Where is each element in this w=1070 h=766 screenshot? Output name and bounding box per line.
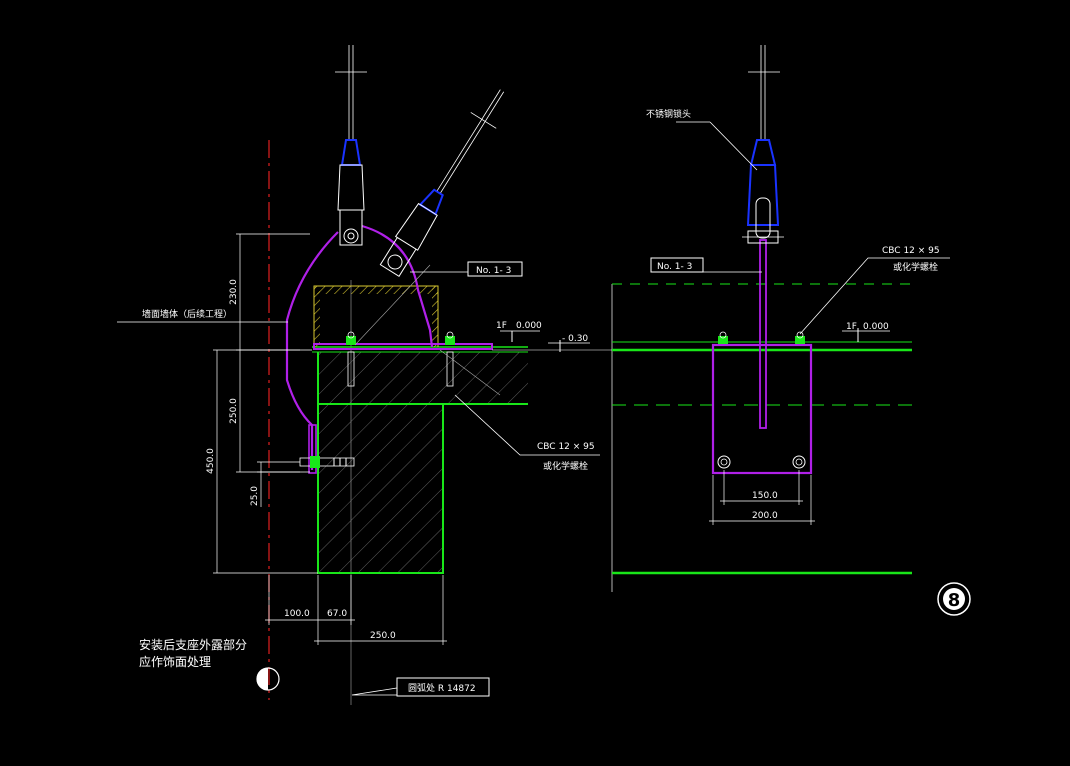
right-bolt-spec: CBC 12 × 95 bbox=[882, 246, 940, 256]
vertical-dimensions bbox=[213, 233, 318, 574]
tag-label: No. 1- 3 bbox=[476, 266, 511, 276]
inclined-cable bbox=[379, 89, 505, 277]
dim-67: 67.0 bbox=[327, 609, 347, 619]
right-level-marker: 1F 0.000 bbox=[842, 322, 890, 342]
right-level-1f: 1F bbox=[846, 322, 857, 332]
dim-230: 230.0 bbox=[229, 279, 239, 305]
right-anchor-top-left bbox=[718, 331, 728, 344]
level-marker-1f: 1F 0.000 bbox=[496, 321, 542, 342]
finish-box bbox=[313, 285, 439, 347]
dim-250: 250.0 bbox=[229, 398, 239, 424]
detail-number: 8 bbox=[948, 590, 961, 611]
right-tag: No. 1- 3 bbox=[657, 262, 692, 272]
right-tag-box bbox=[650, 257, 704, 273]
right-dimensions bbox=[709, 470, 815, 525]
guide-line bbox=[439, 349, 501, 396]
right-cable bbox=[742, 45, 784, 244]
right-bolt-leader bbox=[799, 257, 950, 335]
anchor-bolt-2 bbox=[445, 331, 455, 387]
section-symbol bbox=[256, 667, 280, 691]
level-value: 0.000 bbox=[516, 321, 542, 331]
detail-number-badge: 8 bbox=[937, 582, 971, 616]
level-1f: 1F bbox=[496, 321, 507, 331]
dim-250b: 250.0 bbox=[370, 631, 396, 641]
right-detail: 不锈钢锁头 No. 1- 3 CBC 12 × 95 或化学螺栓 1F 0.00… bbox=[611, 45, 950, 592]
dim-200: 200.0 bbox=[752, 511, 778, 521]
right-level-value: 0.000 bbox=[863, 322, 889, 332]
steel-bracket bbox=[285, 224, 493, 474]
dim-25: 25.0 bbox=[250, 486, 260, 506]
vertical-cable bbox=[335, 45, 367, 246]
right-anchor-bottom-left bbox=[717, 455, 731, 469]
concrete-section bbox=[312, 346, 528, 574]
ref-label: 圆弧处 R 14872 bbox=[408, 682, 476, 694]
right-bolt-type: 或化学螺栓 bbox=[893, 261, 938, 273]
dim-100: 100.0 bbox=[284, 609, 310, 619]
right-anchor-bottom-right bbox=[792, 455, 806, 469]
tag-box bbox=[467, 261, 523, 277]
right-anchor-top-right bbox=[795, 331, 805, 344]
anchor-bolt-1 bbox=[346, 331, 356, 387]
fin-plate bbox=[759, 239, 767, 429]
base-plate bbox=[711, 343, 813, 475]
head-label: 不锈钢锁头 bbox=[646, 108, 691, 120]
head-leader-2 bbox=[709, 121, 758, 171]
level-minus: - 0.30 bbox=[562, 334, 588, 344]
left-detail: No. 1- 3 墙面墙体（后续工程） 1F 0.000 - 0.30 CBC … bbox=[117, 45, 612, 705]
facade-label: 墙面墙体（后续工程） bbox=[142, 308, 232, 320]
level-marker-minus: - 0.30 bbox=[548, 334, 590, 352]
note-line-1: 安装后支座外露部分 bbox=[139, 637, 247, 652]
dim-450: 450.0 bbox=[206, 448, 216, 474]
ref-arrow bbox=[351, 687, 398, 696]
bolt-type: 或化学螺栓 bbox=[543, 460, 588, 472]
guide-line bbox=[354, 264, 431, 346]
horizontal-dimensions bbox=[265, 575, 447, 645]
note-line-2: 应作饰面处理 bbox=[139, 654, 211, 669]
dim-150: 150.0 bbox=[752, 491, 778, 501]
bolt-spec: CBC 12 × 95 bbox=[537, 442, 595, 452]
bolt-leader bbox=[454, 394, 600, 456]
ref-box bbox=[396, 677, 490, 697]
